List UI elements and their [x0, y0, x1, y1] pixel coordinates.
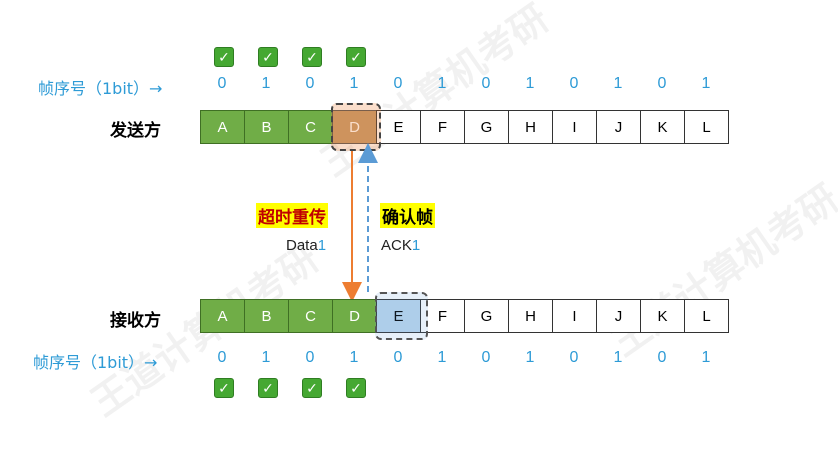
- sender-check-icon: ✓: [258, 47, 278, 67]
- sender-seq-num: 0: [393, 75, 403, 92]
- sender-seq-label: 帧序号（1bit）→: [38, 79, 163, 98]
- receiver-frame-g: G: [464, 299, 509, 333]
- sender-seq-num: 0: [569, 75, 579, 92]
- receiver-frame-e: E: [376, 299, 421, 333]
- receiver-frame-l: L: [684, 299, 729, 333]
- sender-frame-h: H: [508, 110, 553, 144]
- receiver-frame-j: J: [596, 299, 641, 333]
- sender-seq-num: 1: [261, 75, 271, 92]
- sender-seq-num: 0: [481, 75, 491, 92]
- sender-frame-l: L: [684, 110, 729, 144]
- timeout-retransmit-label: 超时重传: [256, 203, 328, 228]
- sender-frame-i: I: [552, 110, 597, 144]
- receiver-seq-num: 0: [657, 349, 667, 366]
- sender-check-icon: ✓: [302, 47, 322, 67]
- sender-seq-num: 1: [437, 75, 447, 92]
- receiver-check-icon: ✓: [214, 378, 234, 398]
- receiver-frame-b: B: [244, 299, 289, 333]
- receiver-seq-num: 0: [393, 349, 403, 366]
- sender-check-icon: ✓: [346, 47, 366, 67]
- receiver-frame-d: D: [332, 299, 377, 333]
- sender-seq-num: 1: [525, 75, 535, 92]
- sender-frame-e: E: [376, 110, 421, 144]
- receiver-check-icon: ✓: [302, 378, 322, 398]
- receiver-seq-num: 1: [613, 349, 623, 366]
- sender-seq-num: 1: [349, 75, 359, 92]
- receiver-seq-num: 1: [261, 349, 271, 366]
- receiver-seq-num: 1: [437, 349, 447, 366]
- ack-message-num: 1: [411, 237, 421, 254]
- receiver-seq-num: 0: [217, 349, 227, 366]
- receiver-seq-num: 1: [349, 349, 359, 366]
- ack-message-text: ACK: [381, 237, 412, 254]
- ack-frame-label: 确认帧: [380, 203, 435, 228]
- receiver-check-icon: ✓: [258, 378, 278, 398]
- receiver-expected-highlight: [375, 292, 428, 340]
- receiver-frame-k: K: [640, 299, 685, 333]
- sender-seq-num: 0: [305, 75, 315, 92]
- receiver-frame-h: H: [508, 299, 553, 333]
- data-message: Data1: [286, 237, 326, 254]
- receiver-label: 接收方: [110, 311, 161, 331]
- sender-seq-num: 1: [613, 75, 623, 92]
- receiver-seq-num: 1: [701, 349, 711, 366]
- sender-frame-k: K: [640, 110, 685, 144]
- receiver-seq-num: 0: [481, 349, 491, 366]
- sender-frame-j: J: [596, 110, 641, 144]
- sender-label: 发送方: [110, 121, 161, 141]
- receiver-frame-a: A: [200, 299, 245, 333]
- sender-seq-num: 0: [657, 75, 667, 92]
- ack-message: ACK1: [381, 237, 420, 254]
- data-message-text: Data: [286, 237, 318, 254]
- receiver-frame-c: C: [288, 299, 333, 333]
- receiver-seq-label: 帧序号（1bit）→: [33, 353, 158, 372]
- sender-frame-a: A: [200, 110, 245, 144]
- data-message-num: 1: [317, 237, 327, 254]
- receiver-seq-num: 1: [525, 349, 535, 366]
- receiver-seq-num: 0: [305, 349, 315, 366]
- receiver-seq-num: 0: [569, 349, 579, 366]
- sender-seq-num: 0: [217, 75, 227, 92]
- sender-check-icon: ✓: [214, 47, 234, 67]
- sender-seq-num: 1: [701, 75, 711, 92]
- receiver-check-icon: ✓: [346, 378, 366, 398]
- receiver-frame-i: I: [552, 299, 597, 333]
